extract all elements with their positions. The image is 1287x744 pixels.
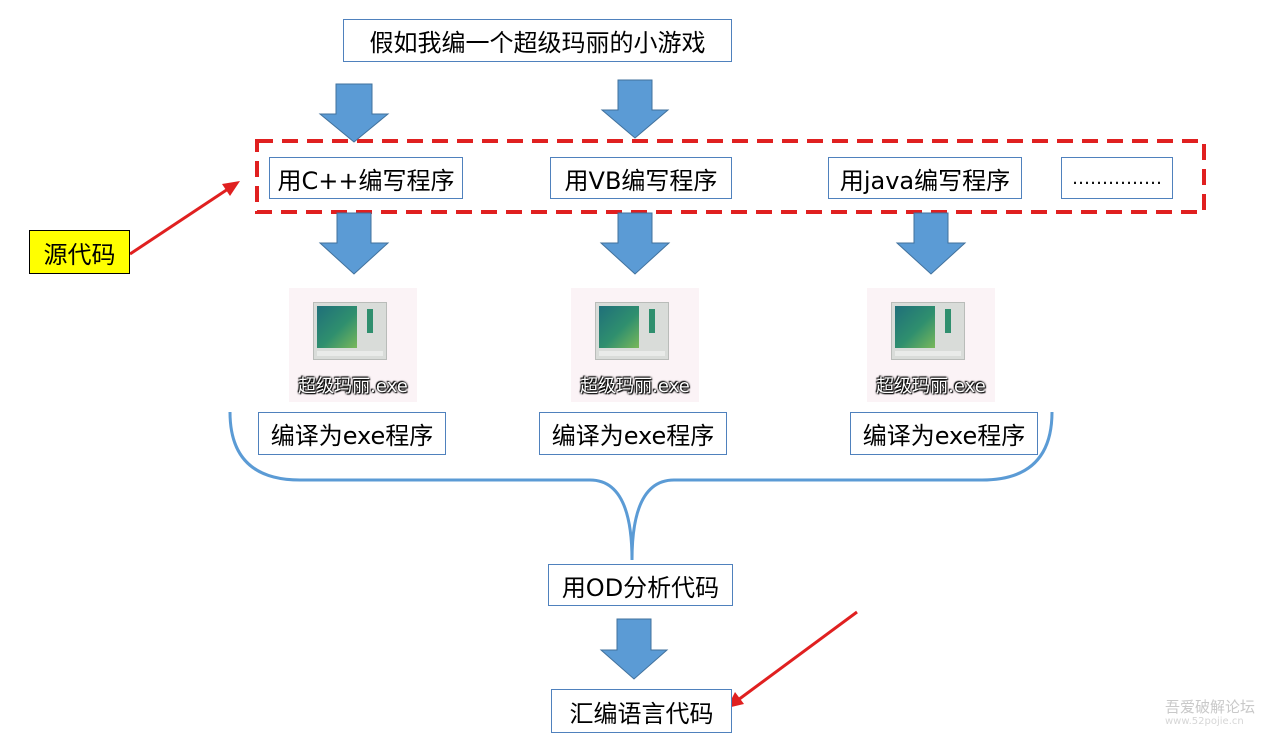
exe-file-1: 超级玛丽.exe xyxy=(289,288,417,402)
exe-file-3: 超级玛丽.exe xyxy=(867,288,995,402)
exe-app-icon xyxy=(313,302,387,360)
source-box-vb: 用VB编写程序 xyxy=(550,157,732,199)
red-arrow-asm xyxy=(737,610,858,702)
exe-file-2: 超级玛丽.exe xyxy=(571,288,699,402)
down-arrow-2 xyxy=(600,79,670,139)
source-code-label: 源代码 xyxy=(29,230,130,274)
watermark-text: 吾爱破解论坛 xyxy=(1165,698,1256,716)
source-box-cpp: 用C++编写程序 xyxy=(269,157,463,199)
exe-app-icon xyxy=(595,302,669,360)
down-arrow-6 xyxy=(599,618,669,680)
source-box-more: …………… xyxy=(1061,157,1173,199)
od-analysis-box: 用OD分析代码 xyxy=(548,564,733,606)
top-box: 假如我编一个超级玛丽的小游戏 xyxy=(343,19,732,62)
exe-app-icon xyxy=(891,302,965,360)
down-arrow-1 xyxy=(318,83,390,143)
compile-box-1: 编译为exe程序 xyxy=(258,412,446,455)
down-arrow-3 xyxy=(318,212,390,275)
exe-file-name: 超级玛丽.exe xyxy=(580,376,690,397)
source-code-group-outline xyxy=(255,139,1206,214)
curly-brace xyxy=(228,411,1054,561)
exe-file-name: 超级玛丽.exe xyxy=(298,376,408,397)
compile-box-2: 编译为exe程序 xyxy=(539,412,727,455)
assembly-code-box: 汇编语言代码 xyxy=(551,689,732,733)
down-arrow-5 xyxy=(895,212,967,275)
watermark-url: www.52pojie.cn xyxy=(1165,716,1244,727)
exe-file-name: 超级玛丽.exe xyxy=(876,376,986,397)
down-arrow-4 xyxy=(599,212,671,275)
source-box-java: 用java编写程序 xyxy=(828,157,1022,199)
red-arrow-source xyxy=(129,187,229,256)
compile-box-3: 编译为exe程序 xyxy=(850,412,1038,455)
